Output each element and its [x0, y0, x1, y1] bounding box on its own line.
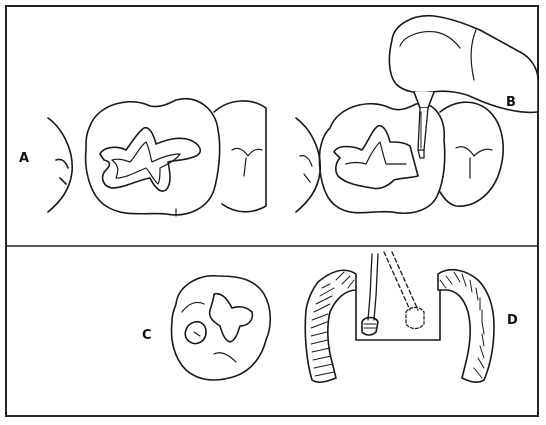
panel-b — [296, 16, 538, 213]
panel-b-cavity-floor — [346, 142, 406, 164]
panel-d-instrument-tip-grooves — [364, 324, 376, 328]
panel-c-groove — [214, 353, 236, 362]
panel-c — [172, 276, 271, 380]
panel-a — [48, 99, 266, 216]
panel-d-instrument-alt-position — [384, 252, 418, 310]
panel-a-molar-outline — [86, 99, 220, 215]
panel-d-instrument-shaft — [368, 254, 372, 320]
panel-d-right-wall — [438, 270, 494, 382]
panel-a-label: A — [19, 151, 29, 166]
panel-d — [305, 252, 494, 382]
panel-b-label: B — [506, 95, 516, 110]
panel-a-right-neighbor-fissure — [232, 148, 262, 176]
panel-d-instrument-tip — [362, 318, 378, 336]
panel-a-left-neighbor-tooth — [48, 118, 72, 212]
panel-b-bur-tip — [418, 150, 424, 158]
panel-c-inlay-occlusal — [210, 294, 253, 342]
panel-b-cavity-preparation — [334, 126, 418, 189]
panel-c-inlay-detail — [194, 332, 200, 336]
panel-b-left-neighbor-tooth — [296, 118, 320, 212]
panel-c-cusp-line — [182, 302, 204, 312]
panel-b-right-neighbor-fissure — [456, 147, 492, 178]
panel-a-left-neighbor-fissure — [56, 159, 68, 184]
panel-b-left-neighbor-fissure — [300, 156, 312, 182]
panel-d-instrument-alt-tip — [406, 308, 424, 329]
panel-d-instrument-shaft-edge — [374, 254, 378, 320]
panel-b-bur-shank — [418, 108, 428, 150]
panel-c-label: C — [142, 328, 152, 343]
panel-d-left-wall-hatching — [311, 272, 354, 376]
panel-a-right-neighbor-tooth — [214, 101, 266, 212]
panel-d-right-wall-hatching — [440, 272, 484, 378]
panel-d-label: D — [507, 313, 518, 328]
panel-b-right-neighbor-tooth — [440, 102, 503, 206]
